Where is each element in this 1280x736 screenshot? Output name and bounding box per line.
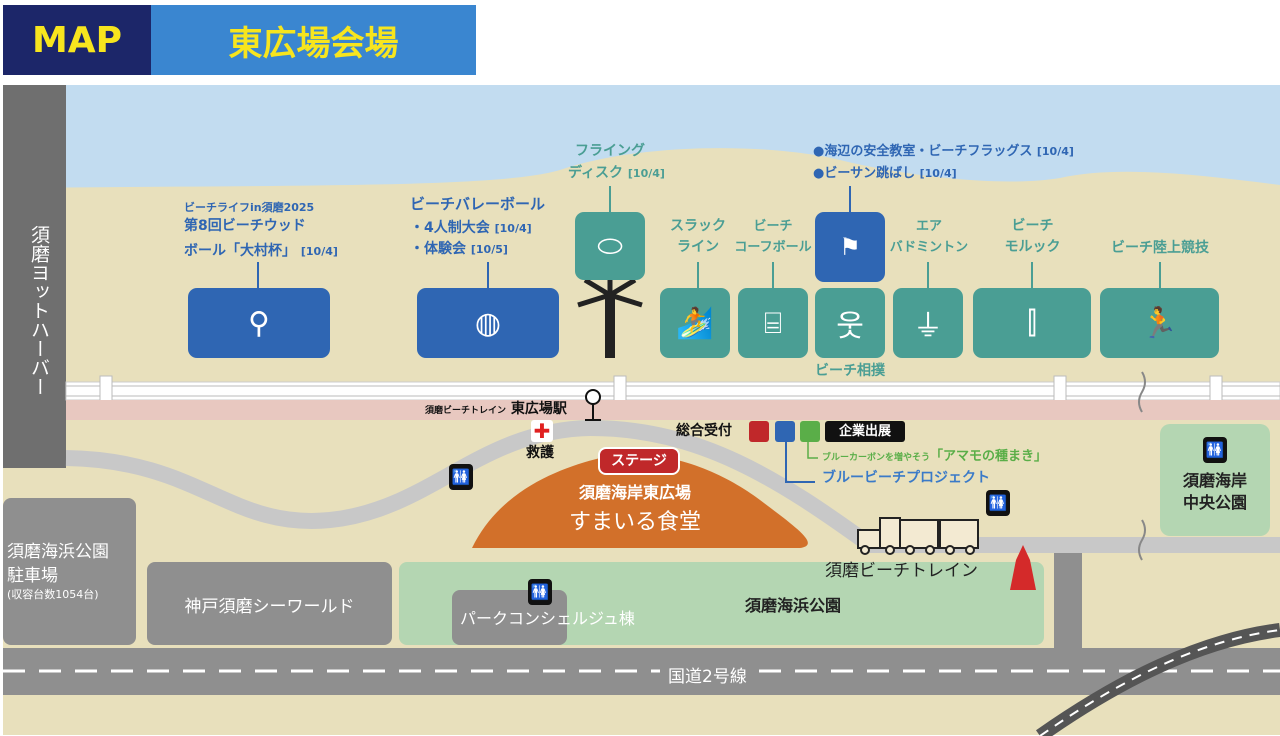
safety-date1: [10/4] (1036, 145, 1074, 158)
restroom-icon: 🚻 (1203, 437, 1227, 463)
volleyball-line2: ・体験会 (410, 241, 466, 257)
safety-line1: ●海辺の安全教室・ビーチフラッグス (813, 144, 1033, 159)
amamo-label: 「アマモの種まき」 (930, 449, 1048, 464)
volleyball-area[interactable]: ◍ (417, 288, 559, 358)
volleyball-date2: [10/5] (470, 243, 508, 256)
woodball-area[interactable]: ⚲ (188, 288, 330, 358)
sea (3, 85, 1280, 188)
frisbee-date: [10/4] (627, 167, 665, 180)
sumo-label: ビーチ相撲 (815, 363, 885, 379)
korfball-area[interactable]: ⌸ (738, 288, 808, 358)
badminton-area[interactable]: ⏚ (893, 288, 963, 358)
station-label: 東広場駅 (510, 401, 567, 417)
seaworld-label: 神戸須磨シーワールド (184, 597, 355, 617)
train-label: 須磨ビーチトレイン (825, 561, 978, 581)
stage-badge[interactable]: ステージ (598, 447, 680, 475)
color-square-blue (775, 421, 795, 442)
restroom-icon: 🚻 (986, 490, 1010, 516)
first-aid-label: 救護 (526, 445, 554, 461)
frisbee-icon: ⬭ (597, 228, 623, 264)
parking-line2: 駐車場 (7, 566, 58, 586)
slackline-line1: スラック (670, 218, 726, 234)
lighthouse-icon (1010, 545, 1036, 590)
woodball-date: [10/4] (300, 245, 338, 258)
runner-icon: 🏃 (1140, 305, 1179, 341)
badminton-line1: エア (915, 219, 942, 234)
parking-capacity: (収容台数1054台) (7, 588, 99, 601)
molkky-area[interactable]: ⫿ (973, 288, 1091, 358)
east-plaza (472, 454, 808, 548)
flag-sandals-icon: ⚑ (839, 233, 861, 261)
color-square-green (800, 421, 820, 442)
safety-line2: ●ビーサン跳ばし (813, 166, 916, 181)
sumo-icon: 웃 (836, 309, 864, 344)
korfball-icon: ⌸ (764, 305, 782, 341)
first-aid-icon: ✚ (531, 420, 553, 442)
corporate-badge: 企業出展 (825, 421, 905, 442)
map-label: MAP (3, 5, 151, 75)
volleyball-title: ビーチバレーボール (410, 195, 546, 213)
woodball-mallet-icon: ⚲ (248, 305, 270, 341)
restroom-icon: 🚻 (449, 464, 473, 490)
frisbee-line1: フライング (575, 143, 645, 159)
volleyball-line1: ・4人制大会 (410, 220, 490, 236)
woodball-line1: 第8回ビーチウッド (184, 218, 306, 234)
frisbee-line2: ディスク (568, 165, 624, 181)
korfball-line1: ビーチ (753, 219, 793, 234)
yacht-harbor-block (3, 85, 66, 468)
woodball-subtitle: ビーチライフin須磨2025 (184, 201, 315, 214)
slackline-icon: 🏄 (676, 305, 714, 341)
parking-line1: 須磨海浜公園 (7, 542, 109, 562)
yacht-harbor-label: 須磨ヨットハーバー (28, 225, 50, 396)
train-icon (857, 517, 979, 555)
shuttlecock-icon: ⏚ (913, 309, 943, 344)
train-track-band (66, 400, 1280, 420)
station-marker-icon (585, 389, 601, 421)
safety-area[interactable]: ⚑ (815, 212, 885, 282)
amamo-small-label: ブルーカーボンを増やそう (822, 453, 931, 463)
sumo-area[interactable]: 웃 (815, 288, 885, 358)
molkky-line2: モルック (1004, 239, 1061, 255)
korfball-line2: コーフボール (734, 240, 812, 255)
central-park-line1: 須磨海岸 (1182, 471, 1247, 490)
volleyball-date1: [10/4] (494, 222, 532, 235)
woodball-line2: ボール「大村杯」 (184, 243, 296, 259)
volleyball-icon: ◍ (474, 305, 502, 341)
molkky-line1: ビーチ (1011, 218, 1054, 234)
central-park-line2: 中央公園 (1182, 493, 1247, 512)
reception-label: 総合受付 (676, 423, 732, 439)
safety-date2: [10/4] (919, 167, 957, 180)
palm-tree-icon (577, 277, 643, 358)
color-square-red (749, 421, 769, 442)
seaside-park-label: 須磨海浜公園 (745, 596, 842, 615)
page-title: 東広場会場 (151, 5, 476, 75)
plaza-label: 須磨海岸東広場 (578, 483, 691, 502)
slackline-area[interactable]: 🏄 (660, 288, 730, 358)
athletics-area[interactable]: 🏃 (1100, 288, 1219, 358)
blue-beach-label: ブルービーチプロジェクト (822, 470, 990, 486)
badminton-line2: バドミントン (889, 240, 969, 255)
molkky-icon: ⫿ (1027, 305, 1037, 341)
frisbee-area[interactable]: ⬭ (575, 212, 645, 280)
route2-label: 国道2号線 (660, 662, 755, 687)
slackline-line2: ライン (677, 239, 719, 255)
smile-restaurant-label: すまいる食堂 (568, 510, 701, 535)
restroom-icon: 🚻 (528, 579, 552, 605)
athletics-label: ビーチ陸上競技 (1111, 240, 1209, 256)
station-small-label: 須磨ビーチトレイン (425, 406, 507, 416)
concierge-label: パークコンシェルジュ棟 (460, 609, 635, 628)
